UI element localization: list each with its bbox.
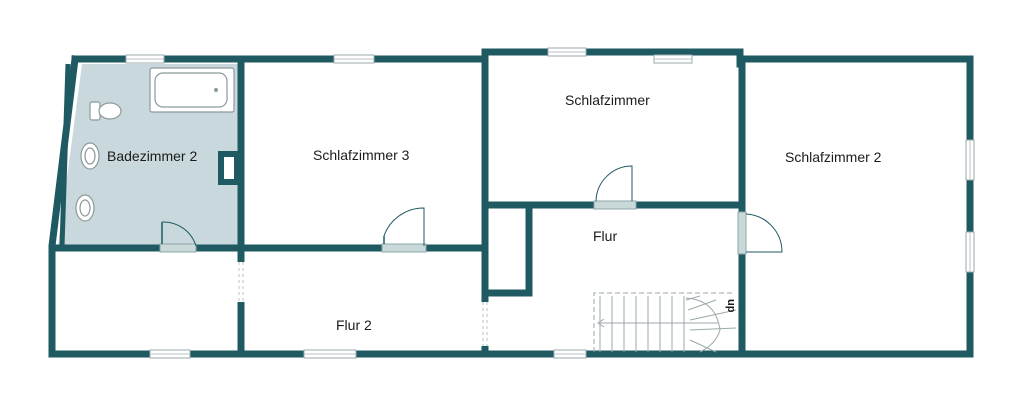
chimney [218,151,240,185]
window-bathroom-top [125,54,165,64]
window-bedroom-top-right [653,54,693,64]
window-bedroom3-top [333,54,375,64]
staircase [593,292,737,353]
room-label-bedroom: Schlafzimmer [565,92,650,108]
room-label-hall: Flur [593,228,617,244]
door-bedroom [593,165,637,210]
bathtub-icon [149,67,235,113]
room-label-bathroom: Badezimmer 2 [107,148,197,164]
doors [159,165,783,255]
window-hall2-bottom [303,349,357,359]
window-bedroom-top-left [547,47,587,57]
toilet-icon [89,101,122,121]
window-bedroom2-right-lower [965,231,975,273]
opening-hall2-hall [481,302,489,346]
room-label-bedroom3: Schlafzimmer 3 [313,147,410,163]
window-hall-bottom [553,349,587,359]
door-bathroom [159,221,197,253]
sink-lower-icon [75,194,95,222]
window-bedroom2-right-upper [965,139,975,181]
door-bedroom2 [737,211,783,255]
windows [125,47,975,359]
bathroom-fixtures [75,67,235,222]
sink-upper-icon [80,142,100,170]
room-label-hall2: Flur 2 [336,317,372,333]
opening-storage-hall2 [237,262,245,302]
door-bedroom3 [381,207,427,253]
room-label-bedroom2: Schlafzimmer 2 [785,149,882,165]
stairs-up-label: up [725,299,737,313]
window-storage-bottom [149,349,191,359]
